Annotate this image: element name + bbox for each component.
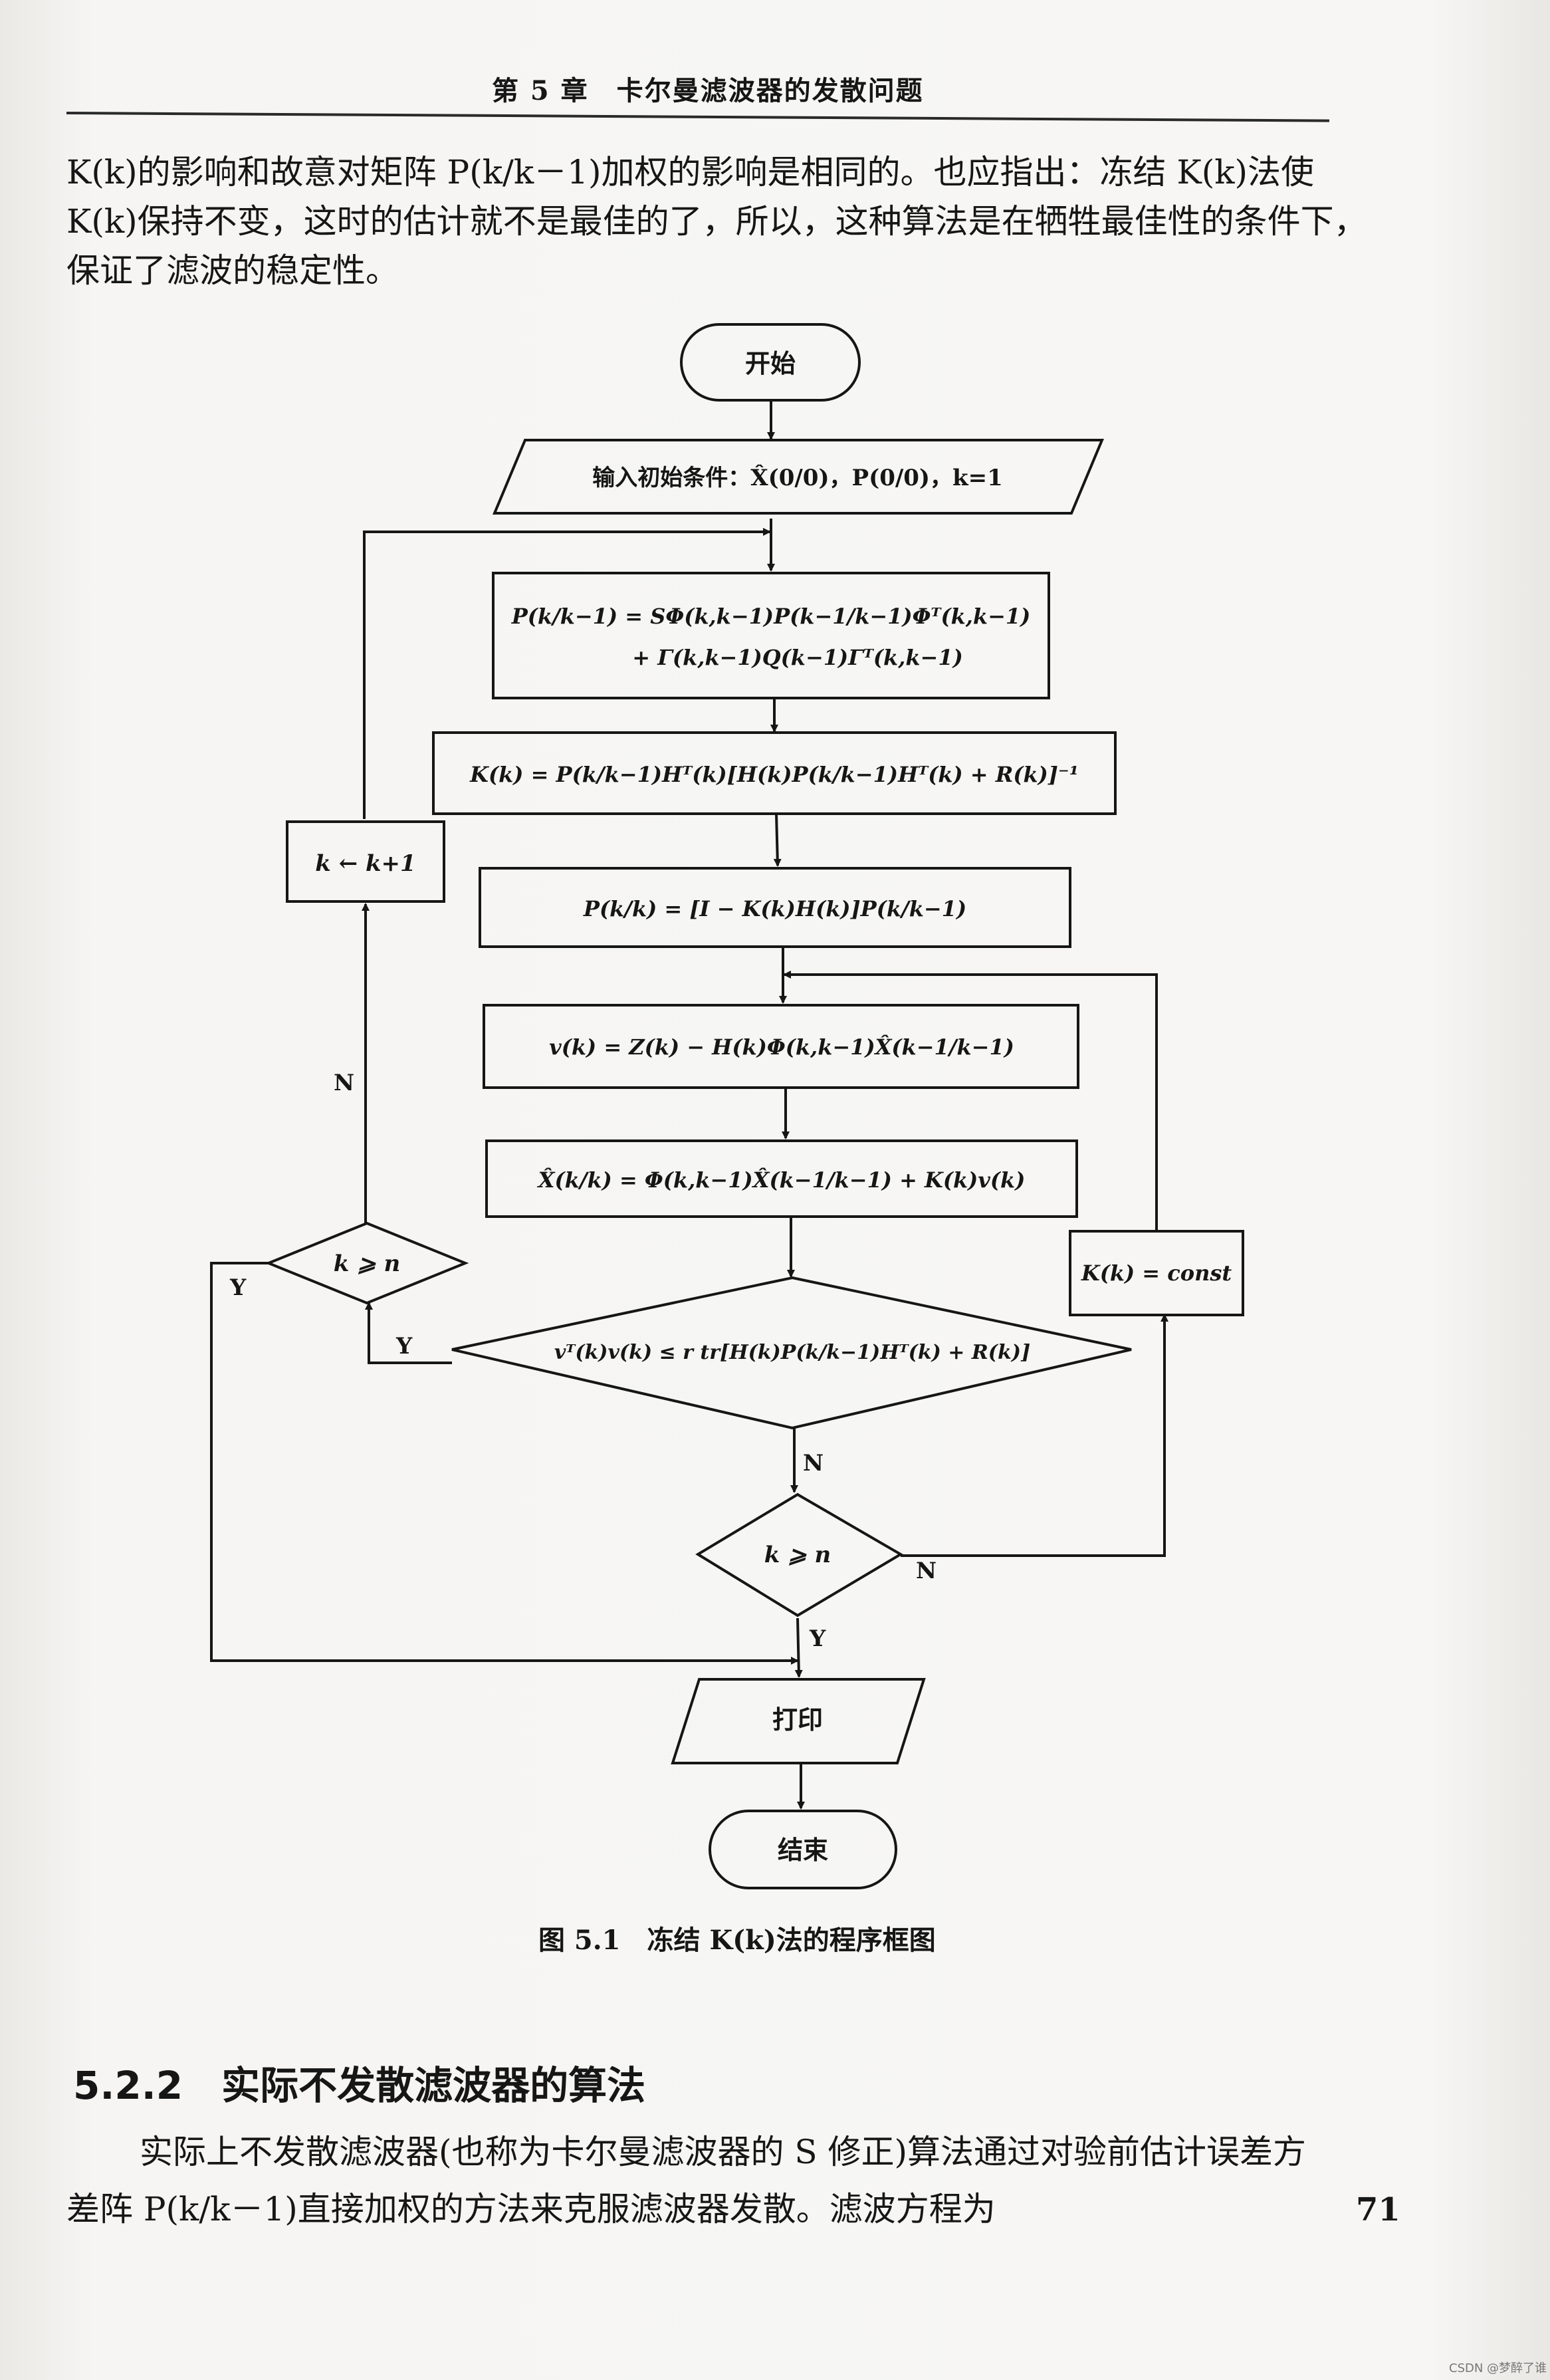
predict-cov-box: P(k/k−1) = SΦ(k,k−1)P(k−1/k−1)Φᵀ(k,k−1) … bbox=[492, 572, 1050, 699]
label-n-lower: N bbox=[916, 1558, 937, 1584]
print-box: 打印 bbox=[671, 1678, 926, 1764]
svg-text:打印: 打印 bbox=[772, 1705, 823, 1734]
input-box: 输入初始条件：X̂(0/0)，P(0/0)，k=1 bbox=[492, 439, 1105, 515]
const-gain-box: K(k) = const bbox=[1069, 1230, 1244, 1316]
running-header: 第 5 章 卡尔曼滤波器的发散问题 bbox=[492, 75, 924, 106]
label-y-check: Y bbox=[395, 1333, 413, 1360]
svg-text:vᵀ(k)v(k) ≤ r tr[H(k)P(k/k−1)H: vᵀ(k)v(k) ≤ r tr[H(k)P(k/k−1)Hᵀ(k) + R(k… bbox=[554, 1341, 1030, 1364]
increment-box: k ← k+1 bbox=[286, 820, 445, 903]
page-number: 71 bbox=[1356, 2191, 1400, 2228]
label-n-left: N bbox=[334, 1070, 354, 1096]
end-terminal: 结束 bbox=[709, 1810, 897, 1889]
update-cov-box: P(k/k) = [I − K(k)H(k)]P(k/k−1) bbox=[479, 867, 1071, 948]
lower-condition-diamond: k ⩾ n bbox=[695, 1492, 903, 1617]
svg-text:v(k) = Z(k) − H(k)Φ(k,k−1)X̂(k: v(k) = Z(k) − H(k)Φ(k,k−1)X̂(k−1/k−1) bbox=[549, 1034, 1014, 1060]
svg-text:k ⩾ n: k ⩾ n bbox=[334, 1250, 400, 1277]
body-line-1: 实际上不发散滤波器(也称为卡尔曼滤波器的 S 修正)算法通过对验前估计误差方 bbox=[140, 2133, 1307, 2171]
svg-text:结束: 结束 bbox=[778, 1835, 828, 1865]
svg-text:开始: 开始 bbox=[745, 348, 796, 378]
svg-text:输入初始条件：X̂(0/0)，P(0/0)，k=1: 输入初始条件：X̂(0/0)，P(0/0)，k=1 bbox=[592, 464, 1002, 491]
upper-condition-diamond: k ⩾ n bbox=[265, 1221, 469, 1305]
label-y-outer: Y bbox=[229, 1274, 247, 1301]
start-terminal: 开始 bbox=[680, 323, 861, 402]
body-line-2: 差阵 P(k/k－1)直接加权的方法来克服滤波器发散。滤波方程为 bbox=[66, 2190, 996, 2228]
svg-text:P(k/k) = [I − K(k)H(k)]P(k/k−1: P(k/k) = [I − K(k)H(k)]P(k/k−1) bbox=[583, 896, 966, 921]
gain-box: K(k) = P(k/k−1)Hᵀ(k)[H(k)P(k/k−1)Hᵀ(k) +… bbox=[432, 731, 1117, 815]
svg-text:k ⩾ n: k ⩾ n bbox=[764, 1542, 831, 1568]
section-heading: 5.2.2 实际不发散滤波器的算法 bbox=[73, 2063, 646, 2108]
svg-text:K(k) = P(k/k−1)Hᵀ(k)[H(k)P(k/k: K(k) = P(k/k−1)Hᵀ(k)[H(k)P(k/k−1)Hᵀ(k) +… bbox=[469, 762, 1079, 787]
label-y-lower: Y bbox=[809, 1625, 826, 1652]
innovation-box: v(k) = Z(k) − H(k)Φ(k,k−1)X̂(k−1/k−1) bbox=[483, 1004, 1079, 1089]
figure-caption: 图 5.1 冻结 K(k)法的程序框图 bbox=[538, 1925, 936, 1956]
intro-line-3: 保证了滤波的稳定性。 bbox=[66, 251, 399, 290]
svg-text:P(k/k−1) = SΦ(k,k−1)P(k−1/k−1): P(k/k−1) = SΦ(k,k−1)P(k−1/k−1)Φᵀ(k,k−1) bbox=[511, 604, 1031, 629]
svg-text:+ Γ(k,k−1)Q(k−1)Γᵀ(k,k−1): + Γ(k,k−1)Q(k−1)Γᵀ(k,k−1) bbox=[632, 645, 962, 670]
svg-text:X̂(k/k) = Φ(k,k−1)X̂(k−1/k−1): X̂(k/k) = Φ(k,k−1)X̂(k−1/k−1) + K(k)v(k) bbox=[537, 1167, 1026, 1193]
state-update-box: X̂(k/k) = Φ(k,k−1)X̂(k−1/k−1) + K(k)v(k) bbox=[485, 1139, 1078, 1218]
svg-text:K(k) = const: K(k) = const bbox=[1081, 1260, 1232, 1286]
check-diamond: vᵀ(k)v(k) ≤ r tr[H(k)P(k/k−1)Hᵀ(k) + R(k… bbox=[451, 1276, 1132, 1430]
svg-text:k ← k+1: k ← k+1 bbox=[315, 850, 415, 877]
intro-line-1: K(k)的影响和故意对矩阵 P(k/k－1)加权的影响是相同的。也应指出：冻结 … bbox=[66, 153, 1315, 191]
intro-line-2: K(k)保持不变，这时的估计就不是最佳的了，所以，这种算法是在牺牲最佳性的条件下… bbox=[66, 202, 1367, 241]
label-n-check: N bbox=[803, 1450, 824, 1477]
watermark: CSDN @梦醉了谁 bbox=[1449, 2361, 1547, 2375]
